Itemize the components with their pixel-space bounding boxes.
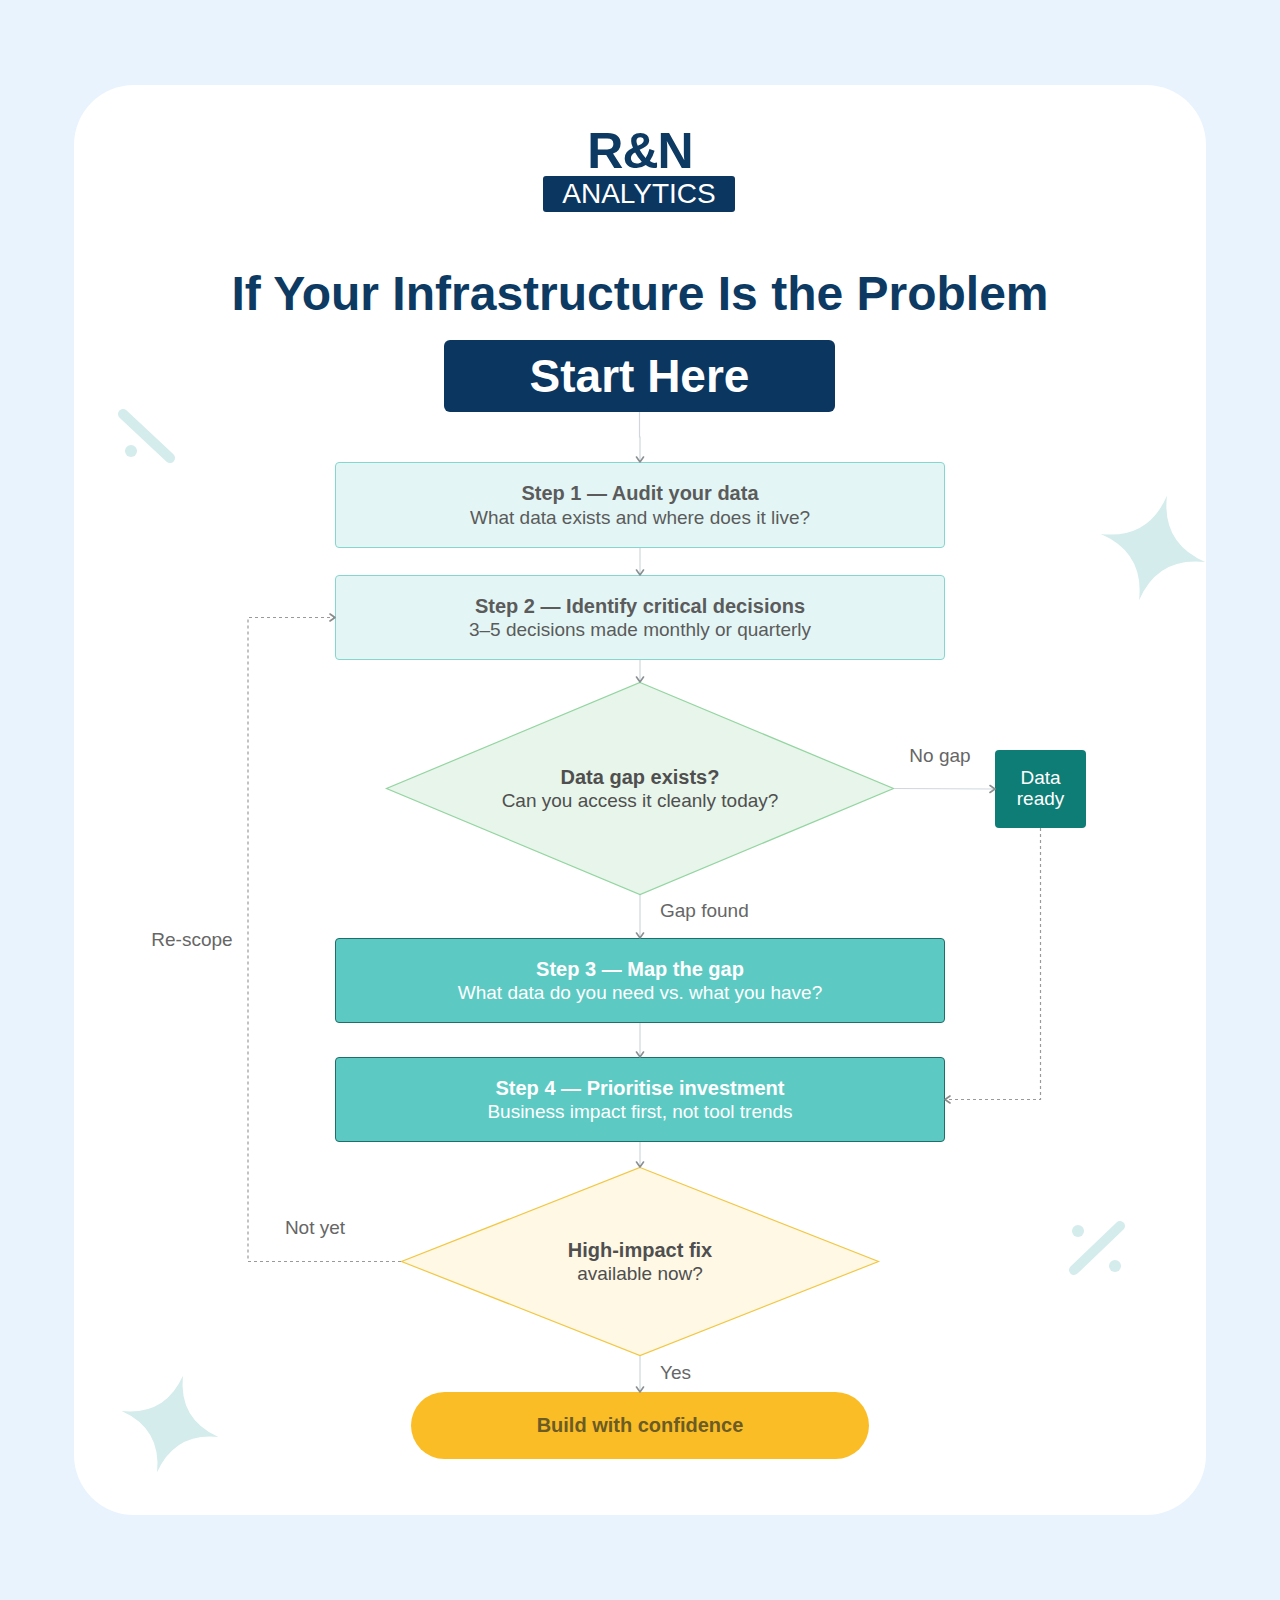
node-body: Business impact first, not tool trends — [481, 1100, 798, 1123]
node-heading: Start Here — [524, 348, 756, 404]
sparkle-star — [1087, 482, 1206, 614]
diamond-shape — [402, 1168, 879, 1356]
node-heading: Step 2 — Identify critical decisions — [469, 594, 811, 618]
edge-label: Gap found — [660, 900, 749, 922]
node-body: 3–5 decisions made monthly or quarterly — [463, 618, 817, 641]
diagram-title: If Your Infrastructure Is the Problem — [0, 264, 1280, 324]
node-body: What data do you need vs. what you have? — [452, 981, 828, 1004]
node-heading: Step 4 — Prioritise investment — [490, 1076, 791, 1100]
flow-connector — [639, 1023, 640, 1057]
result-box: Data ready — [995, 750, 1086, 828]
flow-connector — [639, 412, 641, 462]
sparkle-star — [109, 1363, 231, 1485]
process-box: Step 2 — Identify critical decisions3–5 … — [335, 575, 945, 660]
terminal-pill: Build with confidence — [411, 1392, 869, 1459]
percent-slash — [123, 414, 170, 458]
node-body: What data exists and where does it live? — [464, 506, 816, 529]
node-heading: Build with confidence — [531, 1413, 750, 1437]
flow-connector — [639, 1142, 640, 1167]
node-body: available now? — [571, 1262, 709, 1285]
flow-connector — [639, 548, 640, 575]
decision-diamond: Data gap exists?Can you access it cleanl… — [386, 682, 894, 895]
diamond-outline — [386, 682, 894, 895]
flow-connector — [639, 1356, 640, 1392]
node-body: Can you access it cleanly today? — [496, 789, 785, 812]
process-box: Step 4 — Prioritise investmentBusiness i… — [335, 1057, 945, 1142]
loop-label: Re-scope — [151, 929, 232, 951]
node-heading: Data gap exists? — [555, 765, 726, 789]
start-box: Start Here — [444, 340, 835, 412]
node-heading: Step 3 — Map the gap — [530, 957, 750, 981]
node-heading: High-impact fix — [562, 1238, 718, 1262]
logo-badge: ANALYTICS — [543, 176, 735, 212]
dashed-connector — [248, 618, 401, 1262]
flow-connector — [639, 660, 640, 682]
edge-label: Not yet — [285, 1217, 345, 1239]
flow-connector — [894, 788, 995, 790]
node-heading: Step 1 — Audit your data — [515, 481, 764, 505]
percent-dot — [1109, 1260, 1121, 1272]
process-box: Step 3 — Map the gapWhat data do you nee… — [335, 938, 945, 1023]
percent-dot — [125, 445, 137, 457]
edge-label: Yes — [660, 1362, 691, 1384]
percent-slash — [1074, 1226, 1120, 1270]
node-heading: Data ready — [995, 768, 1086, 810]
diamond-outline — [401, 1167, 879, 1356]
flow-connector — [639, 895, 640, 938]
diamond-shape — [387, 683, 894, 895]
dashed-connector — [945, 828, 1041, 1100]
edge-label: No gap — [909, 745, 970, 767]
process-box: Step 1 — Audit your dataWhat data exists… — [335, 462, 945, 548]
logo-text: R&N — [587, 122, 692, 180]
percent-dot — [1072, 1225, 1084, 1237]
decision-diamond: High-impact fixavailable now? — [401, 1167, 879, 1356]
